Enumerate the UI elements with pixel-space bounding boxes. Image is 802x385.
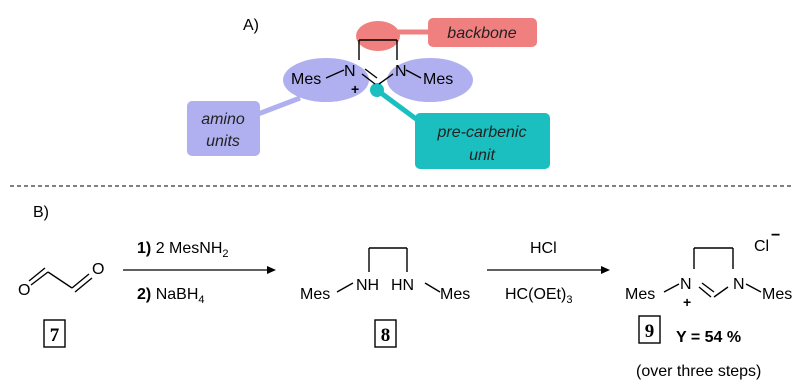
backbone-ellipse (356, 21, 400, 51)
imidazolinium-structure (663, 247, 762, 298)
diamine-mes-left: Mes (300, 286, 330, 303)
diamine-hn-right: HN (391, 277, 414, 294)
oxygen-right-label: O (92, 261, 104, 278)
step2-conditions-line1: HCl (530, 240, 557, 257)
bond (364, 68, 378, 79)
compound-8-number: 8 (381, 325, 391, 346)
bond (378, 73, 394, 85)
bond (361, 73, 376, 85)
compound-7-number: 7 (50, 325, 60, 346)
yield-value: Y = 54 % (676, 329, 741, 346)
imidazolinium-mes-right: Mes (762, 286, 792, 303)
compound-9-box (638, 315, 661, 344)
bond (71, 273, 90, 289)
imidazolinium-mes-left: Mes (625, 286, 655, 303)
bond (336, 282, 354, 293)
bond (405, 69, 422, 79)
panel-a-ring-bonds (325, 39, 422, 85)
diamine-structure (336, 247, 441, 293)
imidazolinium-plus-charge: + (683, 294, 691, 310)
diamine-mes-right: Mes (440, 286, 470, 303)
amino-label-line1: amino (201, 111, 245, 128)
plus-charge: + (351, 81, 359, 97)
diamine-nh-left: NH (356, 277, 379, 294)
backbone-callout-box (428, 18, 537, 47)
compound-8-box (374, 319, 397, 348)
bond (30, 271, 49, 286)
nitrogen-right-label: N (395, 63, 407, 80)
mes-left-label: Mes (291, 71, 321, 88)
oxygen-left-label: O (18, 282, 30, 299)
step1-conditions-line1: 1) 2 MesNH2 (137, 240, 229, 260)
step2-conditions-line2: HC(OEt)3 (505, 286, 572, 306)
amino-label-line2: units (206, 133, 240, 150)
imidazolinium-nitrogen-left: N (680, 276, 692, 293)
bond (701, 282, 715, 293)
chloride-charge: − (771, 227, 780, 244)
amino-callout-box (187, 101, 260, 156)
chloride-counterion: Cl (754, 238, 769, 255)
bond (698, 286, 712, 298)
glyoxal-structure: O O (18, 261, 104, 299)
bond (745, 283, 762, 293)
reaction-arrow-2-head (601, 266, 610, 274)
precarbenic-callout-box (415, 113, 550, 169)
amino-right-ellipse (387, 58, 473, 102)
bond (47, 271, 73, 289)
compound-9-number: 9 (645, 321, 655, 342)
panel-b-label: B) (33, 204, 49, 221)
backbone-label: backbone (447, 25, 516, 42)
reaction-arrow-1-head (267, 266, 276, 274)
precarbenic-label-line2: unit (469, 147, 495, 164)
bond (28, 267, 46, 282)
highlight-shapes (187, 18, 550, 169)
bond (325, 69, 345, 79)
panel-a-label: A) (243, 17, 259, 34)
bond (663, 283, 680, 293)
bond (424, 282, 441, 293)
compound-7-box (43, 319, 66, 348)
nitrogen-left-label: N (344, 63, 356, 80)
step1-conditions-line2: 2) NaBH4 (137, 286, 205, 306)
bond (74, 277, 93, 293)
bond (713, 286, 729, 298)
precarbenic-label-line1: pre-carbenic (437, 124, 527, 141)
precarbenic-dot (370, 83, 384, 97)
amino-left-ellipse (283, 58, 369, 102)
mes-right-label: Mes (423, 71, 453, 88)
imidazolinium-nitrogen-right: N (733, 276, 745, 293)
yield-note: (over three steps) (636, 363, 761, 380)
